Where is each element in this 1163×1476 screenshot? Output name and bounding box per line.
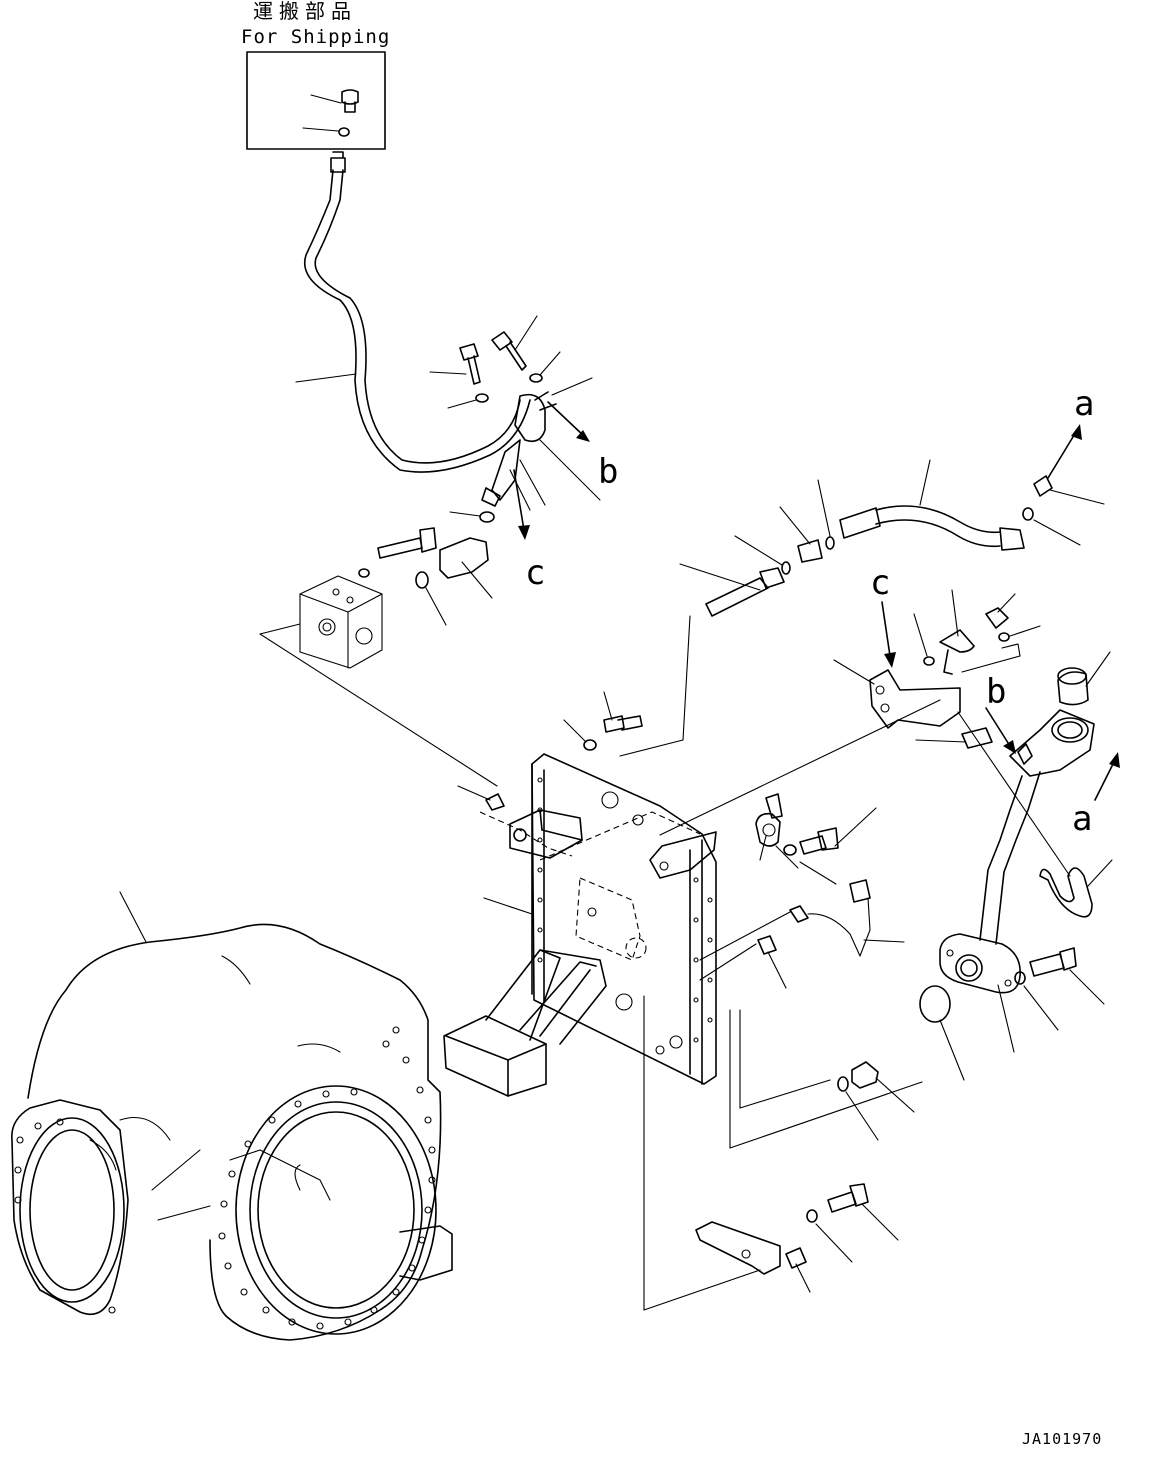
- wire-sensor: [699, 879, 905, 989]
- strainer: [443, 949, 607, 1097]
- clamp-fittings: [755, 793, 877, 885]
- left-bracket: [457, 785, 583, 859]
- shipping-box: 運搬部品 For Shipping: [241, 0, 390, 150]
- ref-arrow-c-upper: c: [513, 469, 545, 593]
- ref-letter-b-lower: b: [986, 672, 1006, 712]
- middle-hose: [619, 459, 1025, 757]
- pipe-bracket-c: c: [659, 563, 1041, 836]
- ref-arrow-b-upper: b: [547, 401, 618, 492]
- right-small-parts: [915, 711, 1113, 1031]
- shipping-title-jp: 運搬部品: [253, 0, 357, 23]
- ref-letter-c-lower: c: [870, 563, 890, 603]
- ref-arrow-a-lower: a: [1072, 752, 1120, 839]
- shipping-plug-bolt: [310, 89, 359, 113]
- plate-side-bracket: [563, 691, 717, 879]
- shipping-oring: [302, 127, 350, 137]
- shipping-title-en: For Shipping: [241, 26, 390, 48]
- valve-fittings: [358, 511, 495, 626]
- upper-hose: [295, 151, 531, 473]
- filler-pipe: [919, 651, 1111, 1081]
- ref-letter-a-lower: a: [1072, 799, 1092, 839]
- lower-bracket: [643, 995, 899, 1311]
- ref-arrow-a-upper: a: [1022, 384, 1105, 546]
- lower-plug: [729, 1009, 923, 1149]
- hose-fitting-cluster: [481, 377, 601, 511]
- shipping-frame: [246, 51, 386, 150]
- ref-letter-c-upper: c: [525, 553, 545, 593]
- drawing-code: JA101970: [1022, 1430, 1102, 1448]
- mounting-plate: [483, 753, 717, 1085]
- axle-housing: [11, 891, 453, 1341]
- ref-arrow-b-lower: b: [985, 672, 1016, 754]
- valve-block: [259, 575, 498, 787]
- ref-letter-b-upper: b: [598, 452, 618, 492]
- top-bolts: [429, 315, 561, 409]
- ref-letter-a-upper: a: [1074, 384, 1094, 424]
